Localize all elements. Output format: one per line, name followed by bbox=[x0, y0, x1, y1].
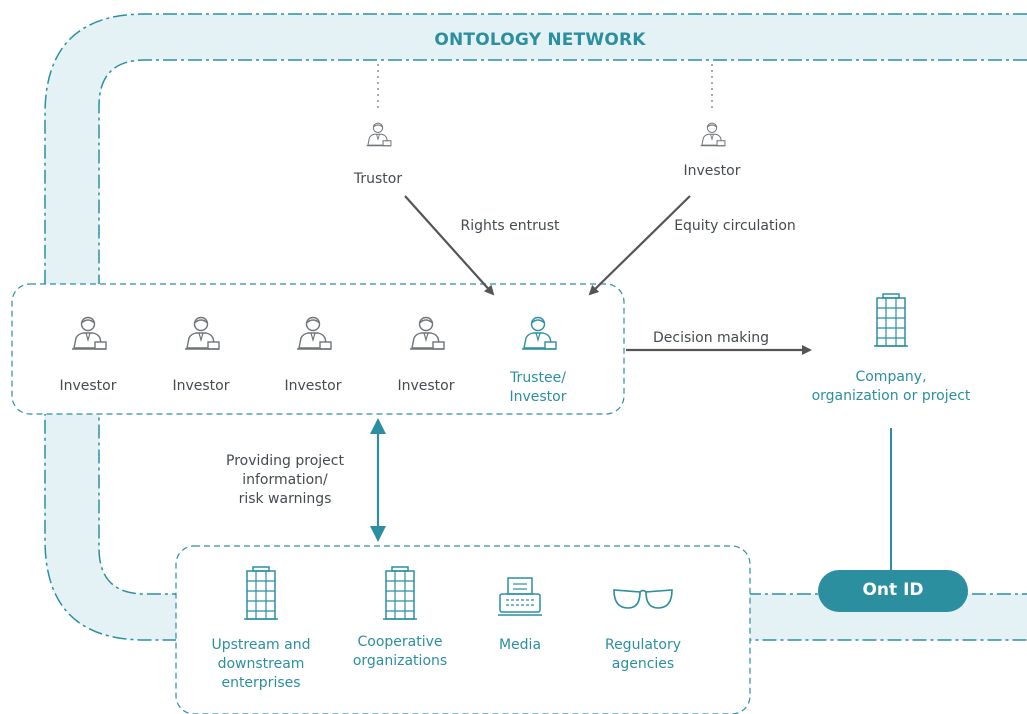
investor-4-label: Investor bbox=[397, 378, 455, 394]
stakeholder-box bbox=[175, 545, 751, 714]
equity-circulation-arrow bbox=[588, 195, 691, 296]
ont-id-pill bbox=[818, 570, 968, 612]
regulatory-label: Regulatory agencies bbox=[604, 637, 682, 672]
providing-info-label: Providing project information/ risk warn… bbox=[226, 453, 344, 507]
investor-2-label: Investor bbox=[172, 378, 230, 394]
equity-circulation-label: Equity circulation bbox=[674, 218, 796, 234]
regulatory-glasses-icon bbox=[613, 589, 673, 609]
investor-1-label: Investor bbox=[59, 378, 117, 394]
network-title: ONTOLOGY NETWORK bbox=[434, 30, 646, 50]
top-investor-businessman-icon bbox=[699, 122, 726, 147]
top-investor-label: Investor bbox=[683, 163, 741, 179]
trustor-businessman-icon bbox=[365, 122, 392, 147]
ont-id-label: Ont ID bbox=[862, 580, 924, 600]
upstream-label: Upstream and downstream enterprises bbox=[211, 637, 311, 691]
company-label: Company, organization or project bbox=[811, 369, 971, 404]
decision-making-label: Decision making bbox=[652, 330, 770, 346]
media-typewriter-icon bbox=[498, 577, 542, 616]
investor-3-label: Investor bbox=[284, 378, 342, 394]
rights-entrust-arrow bbox=[404, 195, 495, 296]
company-building-icon bbox=[873, 293, 909, 347]
media-label: Media bbox=[498, 637, 542, 653]
information-flow-arrow bbox=[370, 418, 386, 542]
cooperative-label: Cooperative organizations bbox=[352, 634, 448, 669]
trustor-label: Trustor bbox=[353, 171, 403, 187]
rights-entrust-label: Rights entrust bbox=[460, 218, 560, 234]
trustee-label: Trustee/ Investor bbox=[509, 370, 567, 405]
